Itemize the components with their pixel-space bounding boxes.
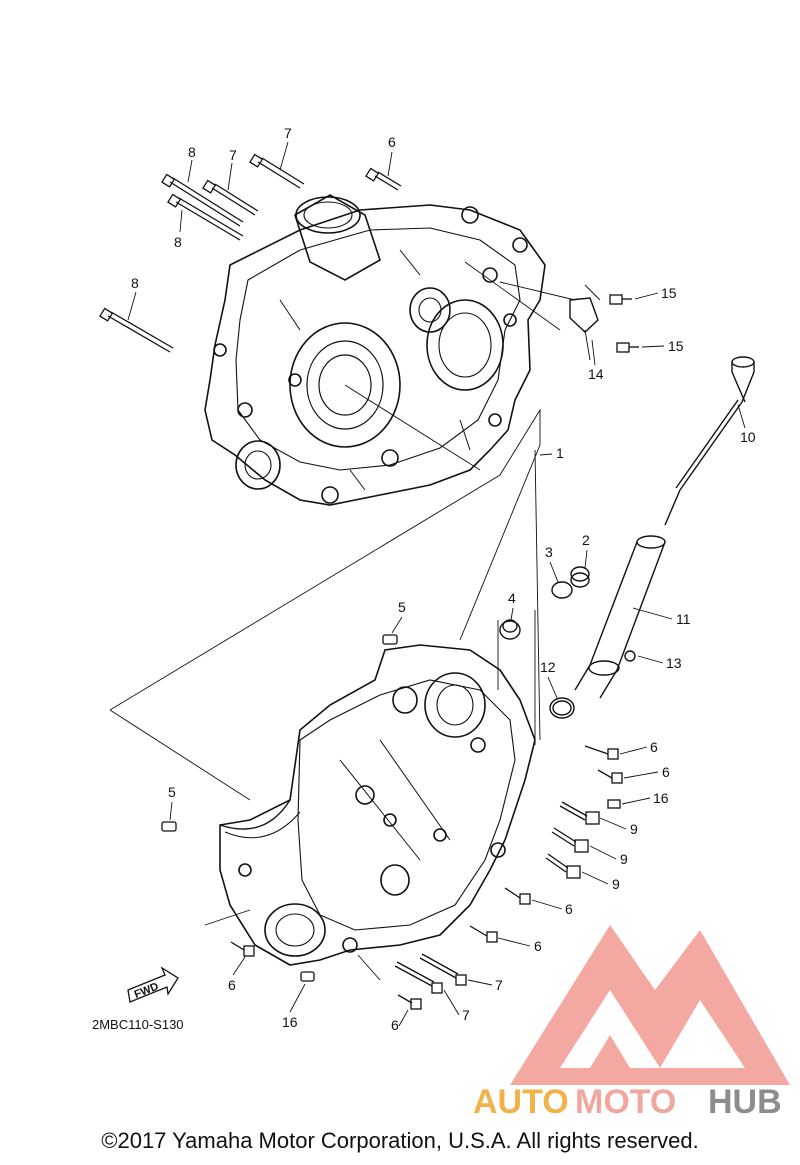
label-leaders — [127, 141, 746, 1027]
bolt-8-c — [99, 307, 174, 353]
gasket-3 — [551, 581, 573, 599]
diagram-code: 2MBC110-S130 — [92, 1017, 184, 1032]
watermark-logo-icon — [510, 925, 790, 1085]
copyright-notice: ©2017 Yamaha Motor Corporation, U.S.A. A… — [101, 1128, 699, 1153]
bolt-9-b — [551, 827, 589, 853]
callout-8-a: 8 — [188, 144, 196, 160]
callout-11: 11 — [676, 611, 691, 627]
callout-1: 1 — [556, 445, 564, 461]
watermark-moto: MOTO — [575, 1083, 676, 1121]
dowel-5-left — [161, 821, 177, 832]
callout-8-c: 8 — [131, 275, 139, 291]
callout-13: 13 — [666, 655, 682, 671]
callout-7-top: 7 — [284, 125, 292, 141]
callout-labels: 1 2 3 4 5 5 6 6 6 6 6 6 6 6 7 7 7 7 8 8 … — [131, 125, 756, 1033]
callout-7-b2: 7 — [462, 1007, 470, 1023]
callout-3: 3 — [545, 544, 553, 560]
callout-8-b: 8 — [174, 234, 182, 250]
callout-6-r3: 6 — [565, 901, 573, 917]
left-crankcase-half — [204, 194, 546, 506]
bolt-6-r4 — [469, 925, 498, 943]
fastener-set — [99, 153, 639, 1010]
callout-5-top: 5 — [398, 599, 406, 615]
bolt-15-a — [609, 294, 632, 305]
bolt-9-a — [559, 801, 600, 825]
bolt-6-b — [397, 994, 422, 1010]
callout-15-a: 15 — [661, 285, 677, 301]
callout-15-b: 15 — [668, 338, 684, 354]
callout-5-left: 5 — [168, 784, 176, 800]
fwd-arrow-icon — [127, 966, 179, 1003]
callout-6-b: 6 — [391, 1017, 399, 1033]
plug-2 — [570, 566, 590, 588]
bolt-8-a — [161, 173, 244, 227]
fwd-label: FWD — [133, 981, 161, 1002]
bracket-14 — [569, 297, 599, 333]
watermark-hub: HUB — [708, 1083, 782, 1121]
callout-6-r1: 6 — [650, 739, 658, 755]
dowel-16-bottom — [300, 971, 315, 982]
right-crankcase-half — [219, 644, 536, 966]
bolt-16-r — [607, 799, 621, 809]
dipstick-10 — [664, 356, 755, 526]
bolt-6-top — [365, 167, 402, 191]
bolt-7-b2 — [394, 961, 443, 994]
bolt-8-b — [167, 193, 244, 241]
callout-4: 4 — [508, 590, 516, 606]
bolt-7-top — [249, 153, 305, 189]
callout-10: 10 — [740, 429, 756, 445]
callout-7-mid: 7 — [229, 147, 237, 163]
bolt-6-r2 — [597, 769, 623, 784]
reference-lines — [109, 261, 601, 981]
callout-6-top: 6 — [388, 134, 396, 150]
filler-tube-11 — [574, 535, 666, 699]
bolt-6-bl — [230, 941, 255, 957]
callout-9-b: 9 — [620, 851, 628, 867]
bolt-15-b — [616, 342, 639, 353]
dowel-5-top — [382, 634, 398, 645]
callout-2: 2 — [582, 532, 590, 548]
callout-6-r4: 6 — [534, 938, 542, 954]
callout-16-b: 16 — [282, 1014, 298, 1030]
callout-6-r2: 6 — [662, 764, 670, 780]
callout-9-c: 9 — [612, 876, 620, 892]
bolt-6-r3 — [504, 887, 531, 905]
callout-6-bl: 6 — [228, 977, 236, 993]
bolt-7-mid — [202, 179, 259, 216]
collar-4 — [499, 619, 521, 640]
callout-9-a: 9 — [630, 821, 638, 837]
bolt-9-c — [545, 853, 581, 879]
callout-16-r: 16 — [653, 790, 669, 806]
bolt-6-r1 — [584, 745, 619, 760]
watermark-auto: AUTO — [473, 1083, 569, 1121]
o-ring-12 — [549, 697, 575, 719]
callout-12: 12 — [540, 659, 556, 675]
small-parts — [499, 297, 599, 719]
callout-14: 14 — [588, 366, 604, 382]
callout-7-b1: 7 — [495, 977, 503, 993]
bolt-7-b1 — [419, 953, 467, 986]
